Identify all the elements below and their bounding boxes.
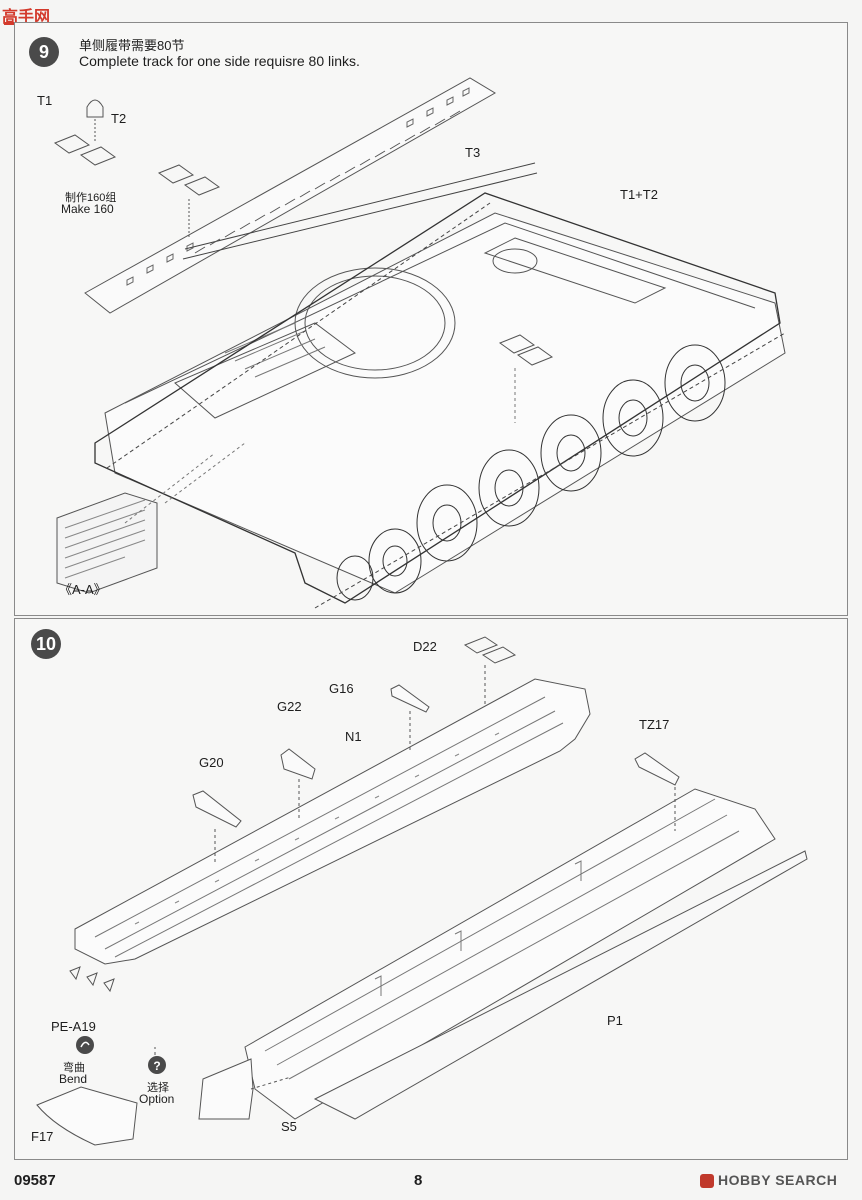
option-label-en: Option <box>139 1092 175 1106</box>
step-9-panel: 9 单侧履带需要80节 Complete track for one side … <box>14 22 848 616</box>
part-label-p1: P1 <box>607 1013 623 1028</box>
track-strip-t3 <box>84 77 538 314</box>
part-label-g16: G16 <box>329 681 354 696</box>
part-label-t1: T1 <box>37 93 53 108</box>
bend-icon <box>76 1036 94 1054</box>
part-label-d22: D22 <box>413 639 437 654</box>
part-label-tz17: TZ17 <box>639 717 670 732</box>
step-number-badge: 9 <box>29 37 59 67</box>
make-count-en: Make 160 <box>61 202 114 216</box>
part-label-g22: G22 <box>277 699 302 714</box>
part-label-t2: T2 <box>111 111 127 126</box>
svg-text:?: ? <box>153 1059 160 1073</box>
section-label-a-a: 《A-A》 <box>59 582 107 597</box>
step-title-cn: 单侧履带需要80节 <box>79 38 185 53</box>
part-label-g20: G20 <box>199 755 224 770</box>
part-label-n1: N1 <box>345 729 362 744</box>
make-count-cn: 制作160组 <box>65 192 117 204</box>
fender-p1 <box>244 752 808 1120</box>
bend-label-cn: 弯曲 <box>63 1062 85 1074</box>
small-parts <box>192 636 517 865</box>
bend-label-en: Bend <box>59 1072 88 1086</box>
brand-text: HOBBY SEARCH <box>718 1172 838 1188</box>
question-icon: ? <box>148 1056 166 1074</box>
hobby-search-brand: HOBBY SEARCH <box>700 1172 850 1192</box>
parts-f17-s5 <box>36 1047 292 1146</box>
part-label-pe-a19: PE-A19 <box>51 1019 96 1034</box>
track-link-t1-t2 <box>53 99 221 239</box>
step-title-en: Complete track for one side requisre 80 … <box>79 53 360 69</box>
step-10-panel: ? 10 D22 G16 G22 N1 G20 TZ17 PE-A19 P1 弯… <box>14 618 848 1160</box>
part-label-s5: S5 <box>281 1119 297 1134</box>
step-number-badge: 10 <box>31 629 61 659</box>
brand-logo-icon <box>700 1174 714 1188</box>
step-10-drawing: ? <box>36 636 808 1146</box>
part-label-t1-t2: T1+T2 <box>620 187 658 202</box>
kit-number: 09587 <box>14 1172 56 1189</box>
tank-hull <box>56 192 786 609</box>
part-label-f17: F17 <box>31 1129 54 1144</box>
step-9-drawing <box>53 77 786 609</box>
option-label-cn: 选择 <box>147 1082 169 1094</box>
watermark-text: 高手网 <box>2 9 51 26</box>
part-label-t3: T3 <box>465 145 481 160</box>
fender-n1 <box>69 678 591 993</box>
page-number: 8 <box>414 1172 423 1189</box>
